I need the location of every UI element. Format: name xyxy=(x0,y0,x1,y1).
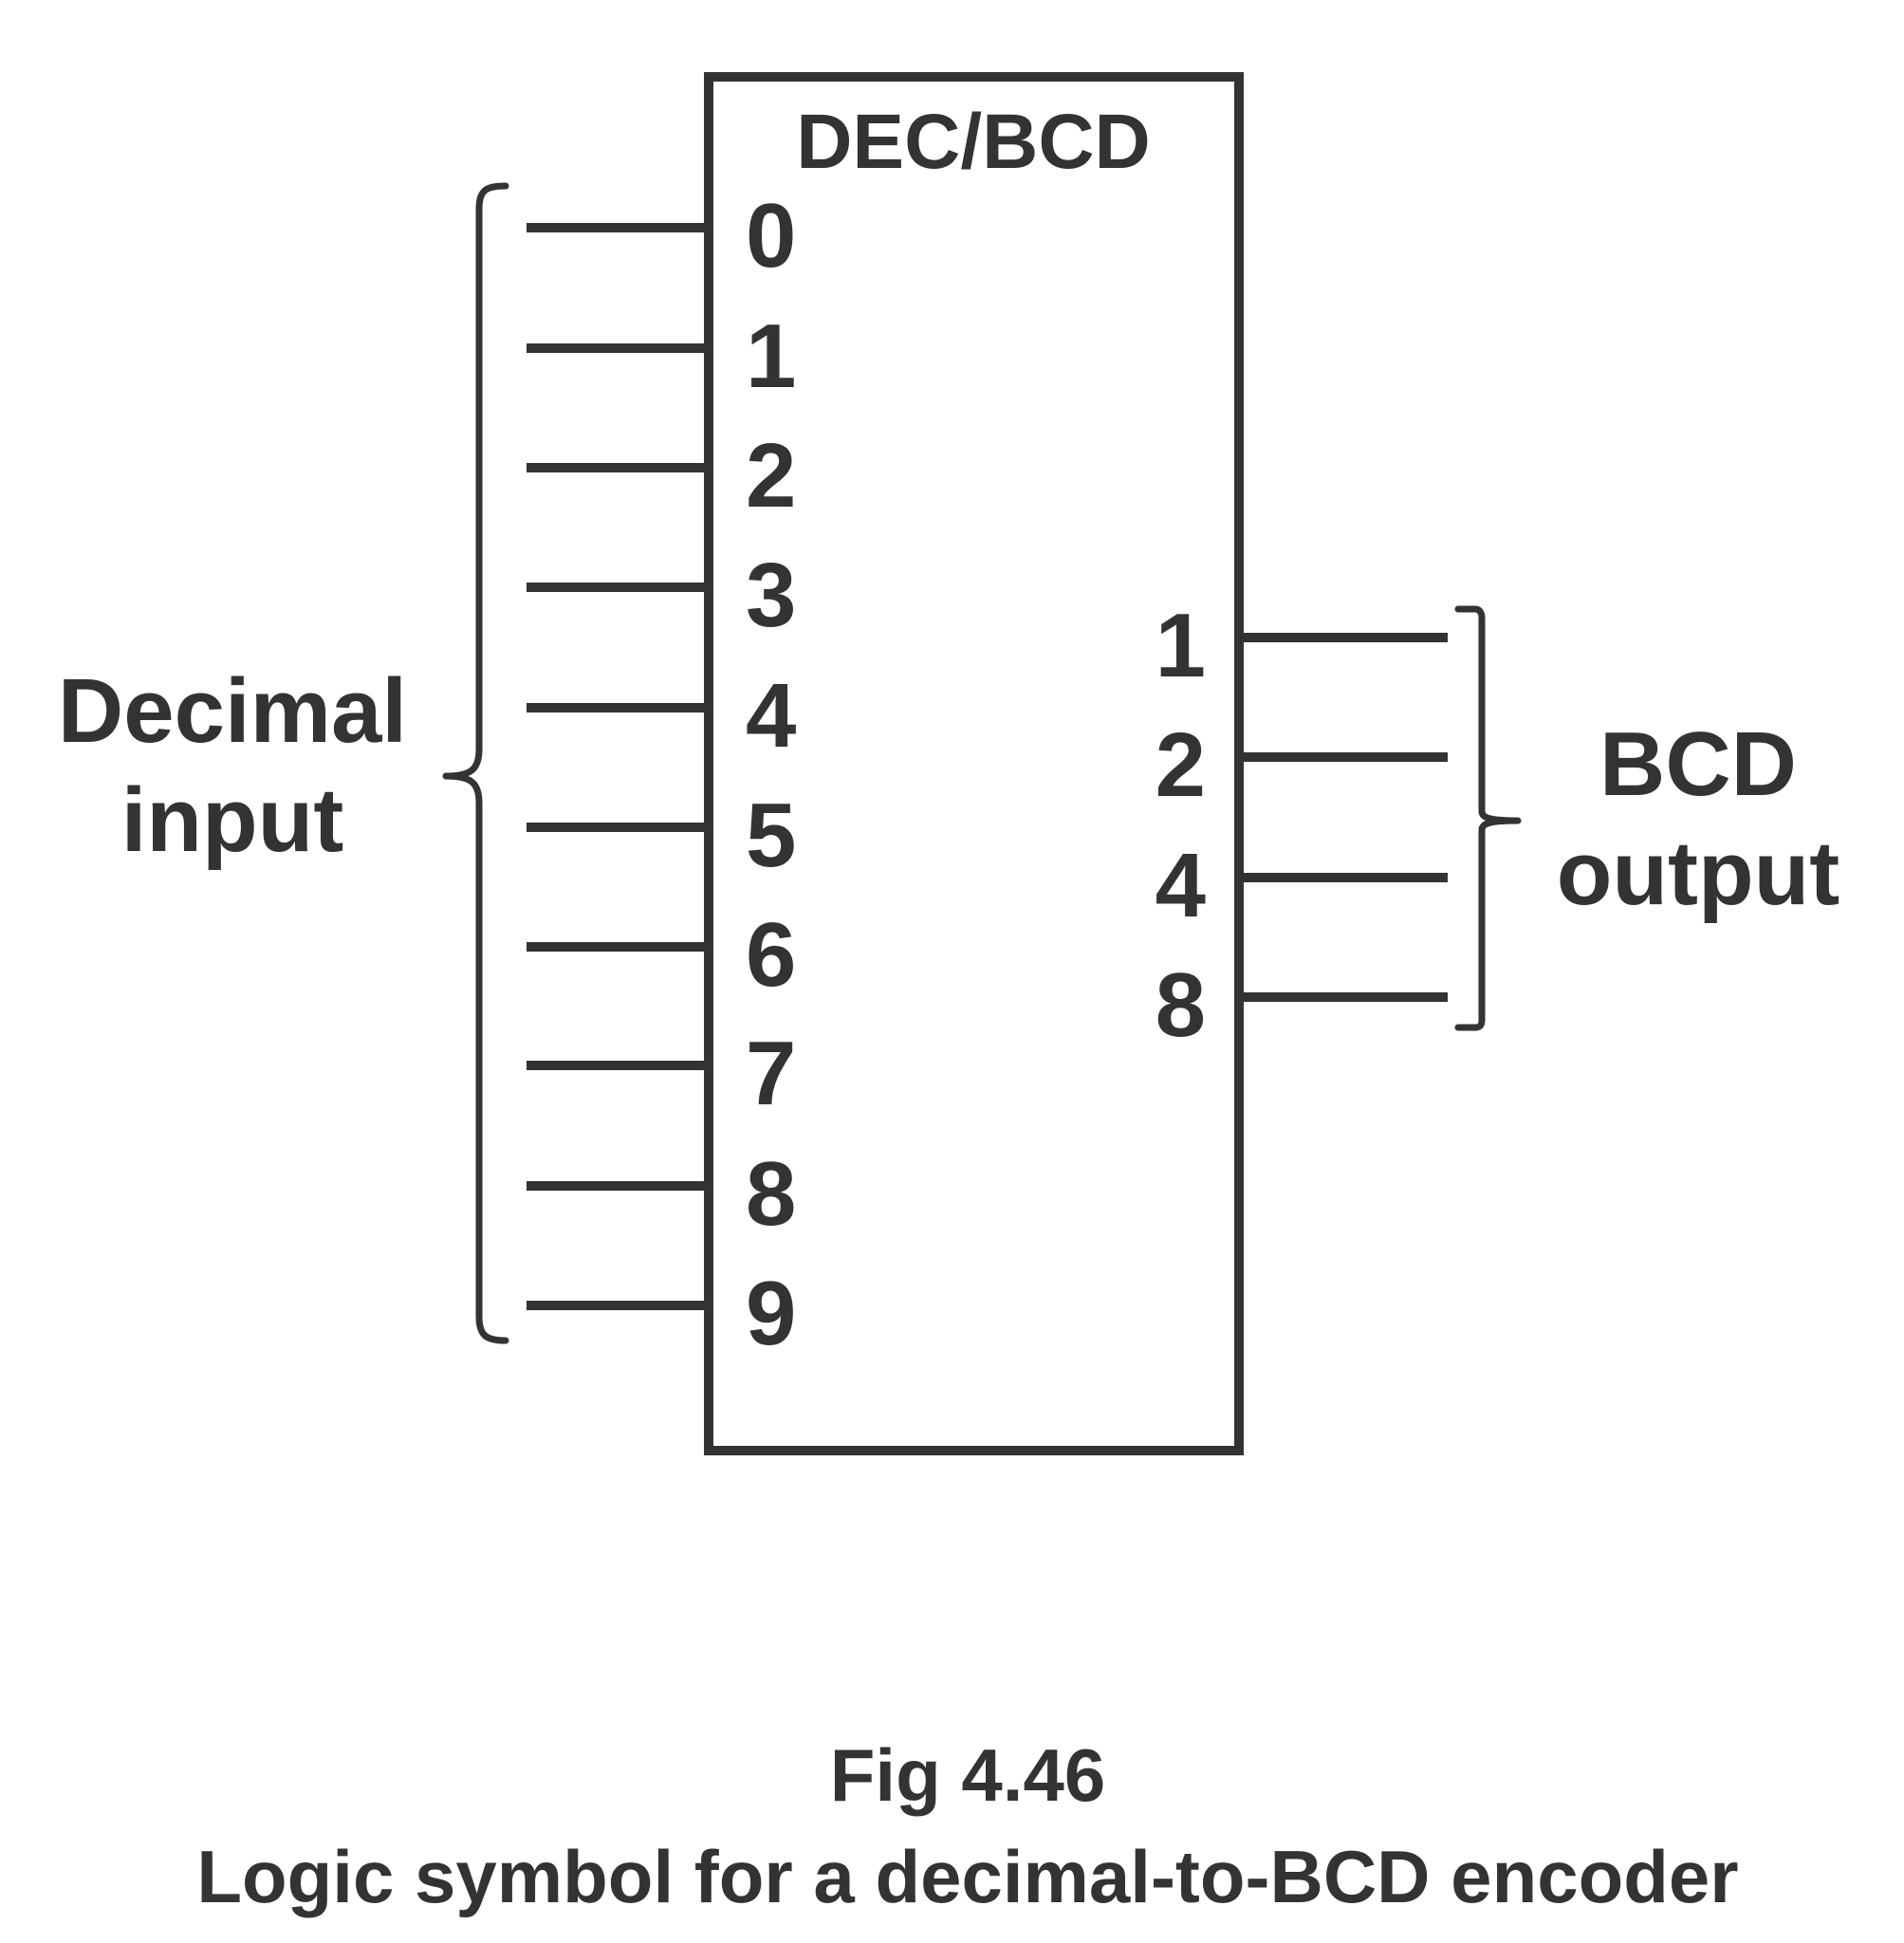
figure-number: Fig 4.46 xyxy=(830,1733,1105,1817)
input-pins: 0 1 2 3 4 5 6 7 8 9 xyxy=(527,185,796,1364)
input-pin-label-0: 0 xyxy=(746,185,796,287)
output-pin-label-8: 8 xyxy=(1155,954,1206,1056)
encoder-block xyxy=(704,72,1244,1455)
block-title: DEC/BCD xyxy=(796,99,1151,185)
output-pins: 1 2 4 8 xyxy=(1155,595,1448,1056)
input-group-label-line1: Decimal xyxy=(58,660,407,762)
input-group-label-line2: input xyxy=(121,769,344,871)
figure-caption: Logic symbol for a decimal-to-BCD encode… xyxy=(196,1835,1738,1918)
input-pin-label-8: 8 xyxy=(746,1143,796,1245)
output-pin-label-1: 1 xyxy=(1155,595,1206,696)
output-pin-label-4: 4 xyxy=(1155,835,1206,936)
input-pin-label-2: 2 xyxy=(746,425,796,527)
input-pin-label-9: 9 xyxy=(746,1263,796,1364)
input-pin-label-3: 3 xyxy=(746,545,796,646)
input-pin-label-4: 4 xyxy=(746,665,796,767)
input-pin-label-5: 5 xyxy=(746,785,796,886)
input-pin-label-7: 7 xyxy=(746,1023,796,1124)
input-pin-label-1: 1 xyxy=(746,305,796,407)
output-group-label-line2: output xyxy=(1557,823,1840,924)
output-group-label-line1: BCD xyxy=(1599,713,1797,815)
output-group-bracket xyxy=(1454,605,1522,1031)
input-pin-label-6: 6 xyxy=(746,904,796,1006)
output-pin-label-2: 2 xyxy=(1155,714,1206,816)
input-group-brace xyxy=(442,182,509,1344)
